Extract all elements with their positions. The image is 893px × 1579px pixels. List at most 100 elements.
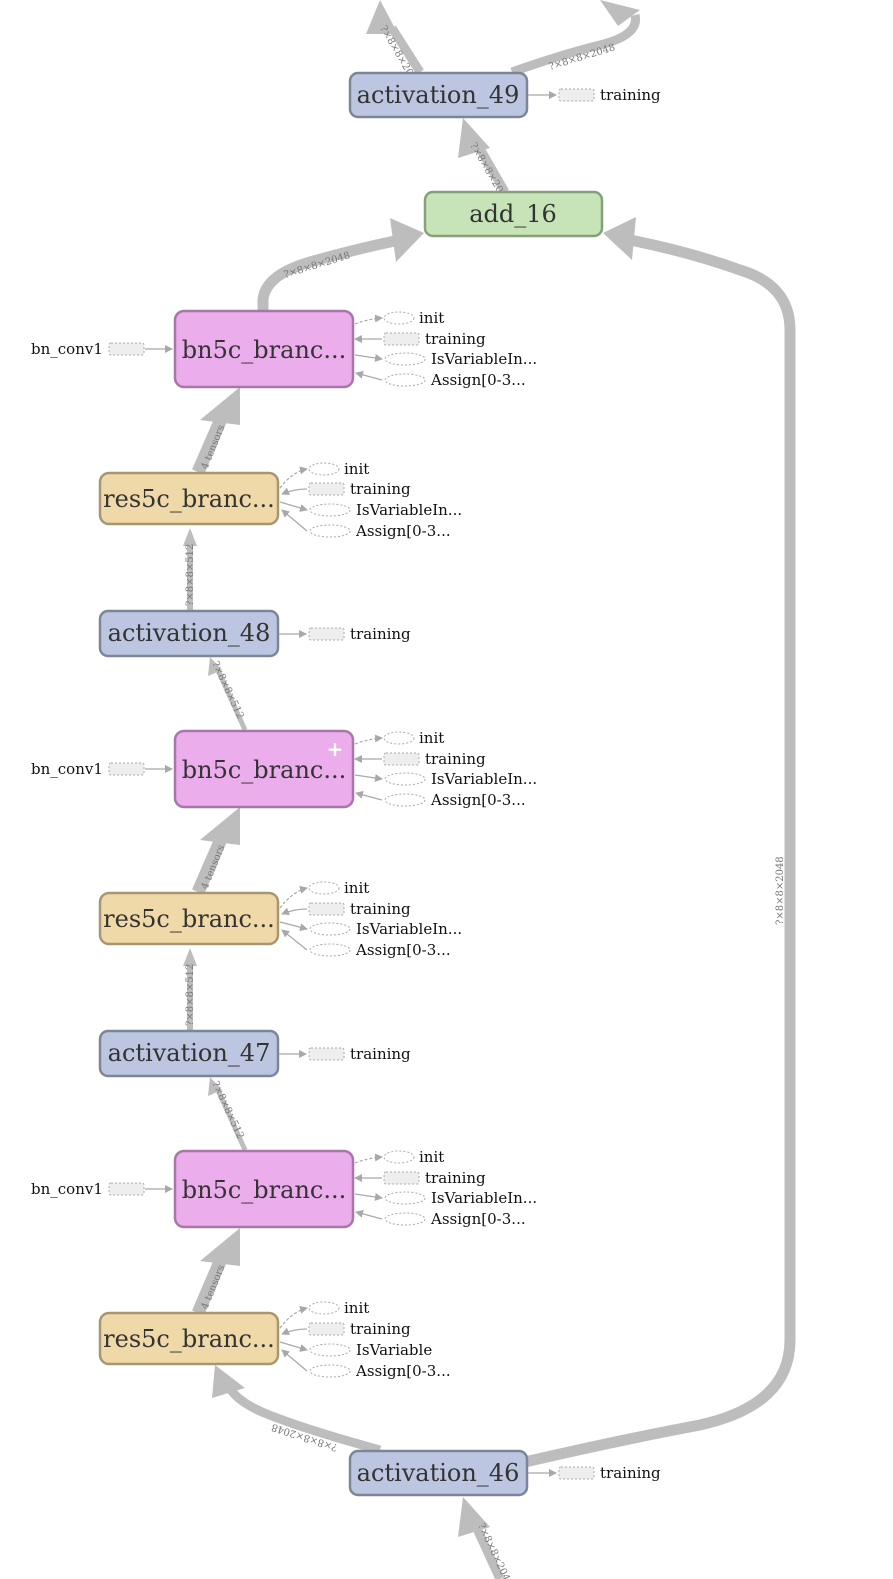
isvariable-aux-node[interactable] xyxy=(309,1343,351,1357)
isvariable-aux-node[interactable] xyxy=(384,352,426,366)
node-activation-49[interactable]: activation_49 xyxy=(348,71,529,119)
aux-label-isvariable: IsVariableIn... xyxy=(431,770,537,788)
aux-activation-49: training xyxy=(528,86,661,104)
arrowhead-up-right xyxy=(600,0,640,26)
expand-plus-icon[interactable]: + xyxy=(327,737,344,761)
training-aux-node[interactable] xyxy=(383,752,420,766)
arrowhead-up-left xyxy=(366,0,398,34)
aux-label-assign: Assign[0-3... xyxy=(355,522,451,540)
aux-label-training: training xyxy=(425,750,486,768)
aux-label-training: training xyxy=(350,480,411,498)
arrowhead-activation49 xyxy=(458,118,490,158)
training-aux-node[interactable] xyxy=(383,1171,420,1185)
bn-conv1-aux-node[interactable] xyxy=(108,762,145,776)
aux-activation-46: training xyxy=(528,1464,661,1482)
arrowhead-add16-left xyxy=(390,218,424,262)
edge-bn-mid-to-activation48 xyxy=(215,668,248,732)
node-label: add_16 xyxy=(469,200,557,228)
aux-label-training: training xyxy=(350,625,411,643)
node-res-bot[interactable]: res5c_branc... xyxy=(98,1311,280,1366)
aux-label-isvariable: IsVariable xyxy=(356,1341,432,1359)
assign-aux-node[interactable] xyxy=(384,793,426,807)
arrowhead-res-bot xyxy=(212,1365,245,1398)
aux-activation-48: training xyxy=(279,625,411,643)
aux-label-assign: Assign[0-3... xyxy=(430,791,526,809)
node-label: activation_46 xyxy=(357,1459,520,1487)
aux-res-mid: init training IsVariableIn... Assign[0-3… xyxy=(279,879,462,959)
arrowhead-bn-mid xyxy=(200,807,240,845)
node-label: res5c_branc... xyxy=(103,485,275,513)
node-activation-46[interactable]: activation_46 xyxy=(348,1449,529,1497)
aux-label-assign: Assign[0-3... xyxy=(430,371,526,389)
training-aux-node[interactable] xyxy=(308,902,345,916)
arrowhead-bn-bot xyxy=(200,1228,240,1266)
aux-activation-47: training xyxy=(279,1045,411,1063)
edge-bn-bot-to-activation47 xyxy=(215,1088,248,1152)
init-aux-node[interactable] xyxy=(308,881,340,895)
node-res-top[interactable]: res5c_branc... xyxy=(98,471,280,526)
aux-label-assign: Assign[0-3... xyxy=(430,1210,526,1228)
assign-aux-node[interactable] xyxy=(309,1364,351,1378)
aux-label-isvariable: IsVariableIn... xyxy=(431,1189,537,1207)
aux-label-isvariable: IsVariableIn... xyxy=(356,501,462,519)
aux-label-training: training xyxy=(350,900,411,918)
aux-bn-top: bn_conv1 init training IsVariableIn... A… xyxy=(31,309,537,389)
node-res-mid[interactable]: res5c_branc... xyxy=(98,891,280,946)
edge-label-bn-bot-activation47: ?×8×8×512 xyxy=(209,1080,245,1141)
aux-bn-bot: bn_conv1 init training IsVariableIn... A… xyxy=(31,1148,537,1228)
node-label: bn5c_branc... xyxy=(182,1176,346,1204)
bn-conv1-aux-node[interactable] xyxy=(108,342,145,356)
aux-label-bn-conv1: bn_conv1 xyxy=(31,1180,103,1198)
edge-label-activation48-res-top: ?×8×8×512 xyxy=(185,544,196,606)
training-aux-node[interactable] xyxy=(308,1047,345,1061)
init-aux-node[interactable] xyxy=(383,731,415,745)
aux-bn-mid: bn_conv1 init training IsVariableIn... A… xyxy=(31,729,537,809)
aux-label-init: init xyxy=(344,1299,369,1317)
isvariable-aux-node[interactable] xyxy=(384,1191,426,1205)
training-aux-node[interactable] xyxy=(558,88,595,102)
aux-label-init: init xyxy=(419,729,444,747)
edge-bn-top-to-add16 xyxy=(257,234,402,310)
node-label: activation_49 xyxy=(357,81,520,109)
node-bn-bot[interactable]: bn5c_branc... xyxy=(173,1149,355,1229)
node-activation-48[interactable]: activation_48 xyxy=(98,609,280,658)
edge-activation46-to-res-bot xyxy=(223,1382,382,1455)
training-aux-node[interactable] xyxy=(558,1466,595,1480)
aux-label-init: init xyxy=(419,1148,444,1166)
arrowhead-add16-right xyxy=(603,217,636,260)
edge-label-activation46-add16: ?×8×8×2048 xyxy=(775,856,786,925)
nodes: activation_49 add_16 bn5c_branc... res5c… xyxy=(98,71,604,1497)
aux-label-init: init xyxy=(344,879,369,897)
training-aux-node[interactable] xyxy=(308,1322,345,1336)
init-aux-node[interactable] xyxy=(383,1150,415,1164)
init-aux-node[interactable] xyxy=(308,1301,340,1315)
node-label: res5c_branc... xyxy=(103,1325,275,1353)
assign-aux-node[interactable] xyxy=(384,373,426,387)
training-aux-node[interactable] xyxy=(308,627,345,641)
init-aux-node[interactable] xyxy=(308,462,340,476)
aux-label-training: training xyxy=(425,1169,486,1187)
init-aux-node[interactable] xyxy=(383,311,415,325)
aux-label-assign: Assign[0-3... xyxy=(355,941,451,959)
node-activation-47[interactable]: activation_47 xyxy=(98,1029,280,1078)
node-bn-top[interactable]: bn5c_branc... xyxy=(173,309,355,389)
isvariable-aux-node[interactable] xyxy=(309,503,351,517)
bn-conv1-aux-node[interactable] xyxy=(108,1182,145,1196)
node-label: bn5c_branc... xyxy=(182,756,346,784)
node-label: bn5c_branc... xyxy=(182,336,346,364)
arrowhead-activation46 xyxy=(458,1497,490,1537)
assign-aux-node[interactable] xyxy=(309,524,351,538)
assign-aux-node[interactable] xyxy=(309,943,351,957)
aux-label-bn-conv1: bn_conv1 xyxy=(31,760,103,778)
node-bn-mid[interactable]: bn5c_branc... + xyxy=(173,729,355,809)
node-add-16[interactable]: add_16 xyxy=(423,190,604,238)
isvariable-aux-node[interactable] xyxy=(309,922,351,936)
assign-aux-node[interactable] xyxy=(384,1212,426,1226)
aux-label-training: training xyxy=(600,1464,661,1482)
arrowhead-res-mid xyxy=(183,948,197,966)
training-aux-node[interactable] xyxy=(383,332,420,346)
training-aux-node[interactable] xyxy=(308,482,345,496)
aux-label-assign: Assign[0-3... xyxy=(355,1362,451,1380)
isvariable-aux-node[interactable] xyxy=(384,772,426,786)
